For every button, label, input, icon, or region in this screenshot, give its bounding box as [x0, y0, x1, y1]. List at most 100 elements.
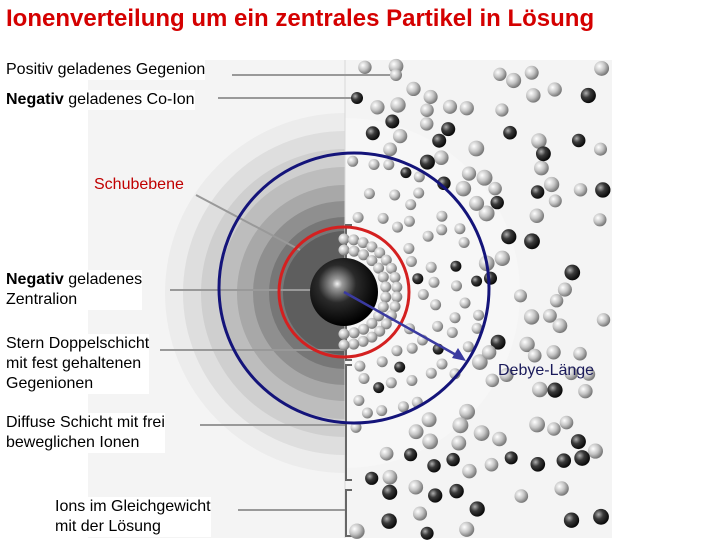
leader-lines	[160, 74, 390, 511]
positive-ion	[405, 199, 417, 211]
negative-ion	[570, 434, 586, 450]
negative-ion	[365, 471, 379, 485]
positive-ion	[546, 345, 561, 360]
positive-ion	[405, 256, 417, 267]
positive-ion	[442, 99, 458, 114]
positive-ion	[354, 360, 366, 372]
negative-ion	[535, 146, 551, 162]
potential-shading	[165, 113, 345, 473]
positive-ion	[338, 233, 350, 245]
positive-ion	[357, 237, 369, 249]
positive-ion	[363, 188, 375, 200]
positive-ion	[529, 208, 545, 223]
positive-ion	[412, 506, 428, 521]
positive-ion	[459, 521, 475, 537]
positive-ion	[377, 212, 389, 224]
positive-ion	[529, 416, 545, 433]
positive-ion	[358, 373, 370, 384]
negative-ion	[427, 459, 441, 473]
positive-ion	[459, 403, 475, 420]
negative-ion	[483, 271, 498, 285]
positive-ion	[492, 431, 507, 447]
positive-ion	[432, 320, 444, 332]
positive-ion	[366, 241, 378, 253]
negative-ion	[571, 133, 586, 148]
positive-ion	[392, 221, 403, 233]
negative-ion	[469, 501, 485, 517]
negative-ion	[419, 154, 435, 170]
negative-ion	[547, 382, 563, 398]
positive-ion	[374, 325, 386, 337]
negative-ion	[400, 167, 412, 179]
positive-ion	[468, 140, 485, 157]
positive-ion	[406, 375, 418, 386]
negative-ion	[449, 483, 464, 499]
label-debye-length: Debye-Länge	[498, 362, 595, 379]
positive-ion	[420, 103, 434, 117]
positive-ion	[552, 318, 568, 334]
positive-ion	[523, 309, 540, 325]
positive-ion	[578, 383, 593, 399]
positive-ion	[403, 215, 415, 227]
positive-ion	[425, 261, 437, 273]
negative-ion	[524, 233, 540, 250]
positive-ion	[451, 280, 462, 292]
positive-ion	[422, 230, 434, 242]
positive-ion	[478, 205, 495, 222]
debye-arrow-line	[343, 290, 459, 358]
positive-ion	[557, 282, 572, 297]
positive-ion	[403, 243, 415, 254]
positive-ion	[377, 301, 389, 313]
positive-ion	[594, 60, 610, 76]
negative-ion	[373, 382, 385, 394]
positive-ion	[397, 401, 409, 413]
positive-ion	[454, 223, 466, 235]
positive-ion	[419, 117, 434, 131]
positive-ion	[338, 244, 350, 256]
negative-ion	[412, 273, 424, 285]
ion-spheres	[338, 58, 611, 540]
negative-ion	[490, 195, 504, 210]
negative-ion	[574, 450, 590, 466]
positive-ion	[459, 297, 471, 309]
positive-ion	[485, 373, 500, 388]
positive-ion	[349, 523, 365, 539]
positive-ion	[374, 247, 386, 259]
negative-ion	[580, 87, 596, 104]
positive-ion	[383, 159, 395, 171]
positive-ion	[376, 405, 388, 417]
positive-ion	[358, 249, 369, 261]
label-negative-coion: Negativ geladenes Co-Ion	[6, 90, 195, 110]
positive-ion	[348, 245, 360, 257]
negative-ion	[365, 126, 380, 141]
positive-ion	[390, 69, 402, 81]
positive-ion	[423, 89, 438, 104]
positive-ion	[458, 237, 470, 248]
debye-circle	[217, 151, 491, 425]
positive-ion	[391, 281, 403, 293]
negative-ion	[428, 488, 443, 503]
positive-ion	[471, 354, 488, 370]
positive-ion	[527, 348, 542, 363]
positive-ion	[481, 345, 497, 360]
label-equilibrium: Ions im Gleichgewicht mit der Lösung	[55, 497, 211, 537]
positive-ion	[425, 367, 437, 379]
positive-ion	[390, 97, 406, 113]
positive-ion	[573, 346, 587, 361]
positive-ion	[406, 81, 421, 97]
positive-ion	[547, 82, 562, 97]
positive-ion	[348, 327, 360, 339]
positive-ion	[462, 341, 474, 353]
positive-ion	[514, 489, 529, 503]
positive-ion	[436, 224, 448, 236]
positive-ion	[417, 289, 429, 300]
positive-ion	[383, 142, 398, 157]
positive-ion	[382, 469, 398, 485]
positive-ion	[353, 395, 365, 406]
positive-ion	[446, 327, 458, 338]
negative-ion	[530, 185, 545, 199]
positive-ion	[596, 313, 611, 327]
negative-ion	[381, 513, 397, 529]
label-shear-plane: Schubebene	[94, 176, 184, 193]
positive-ion	[532, 381, 548, 398]
